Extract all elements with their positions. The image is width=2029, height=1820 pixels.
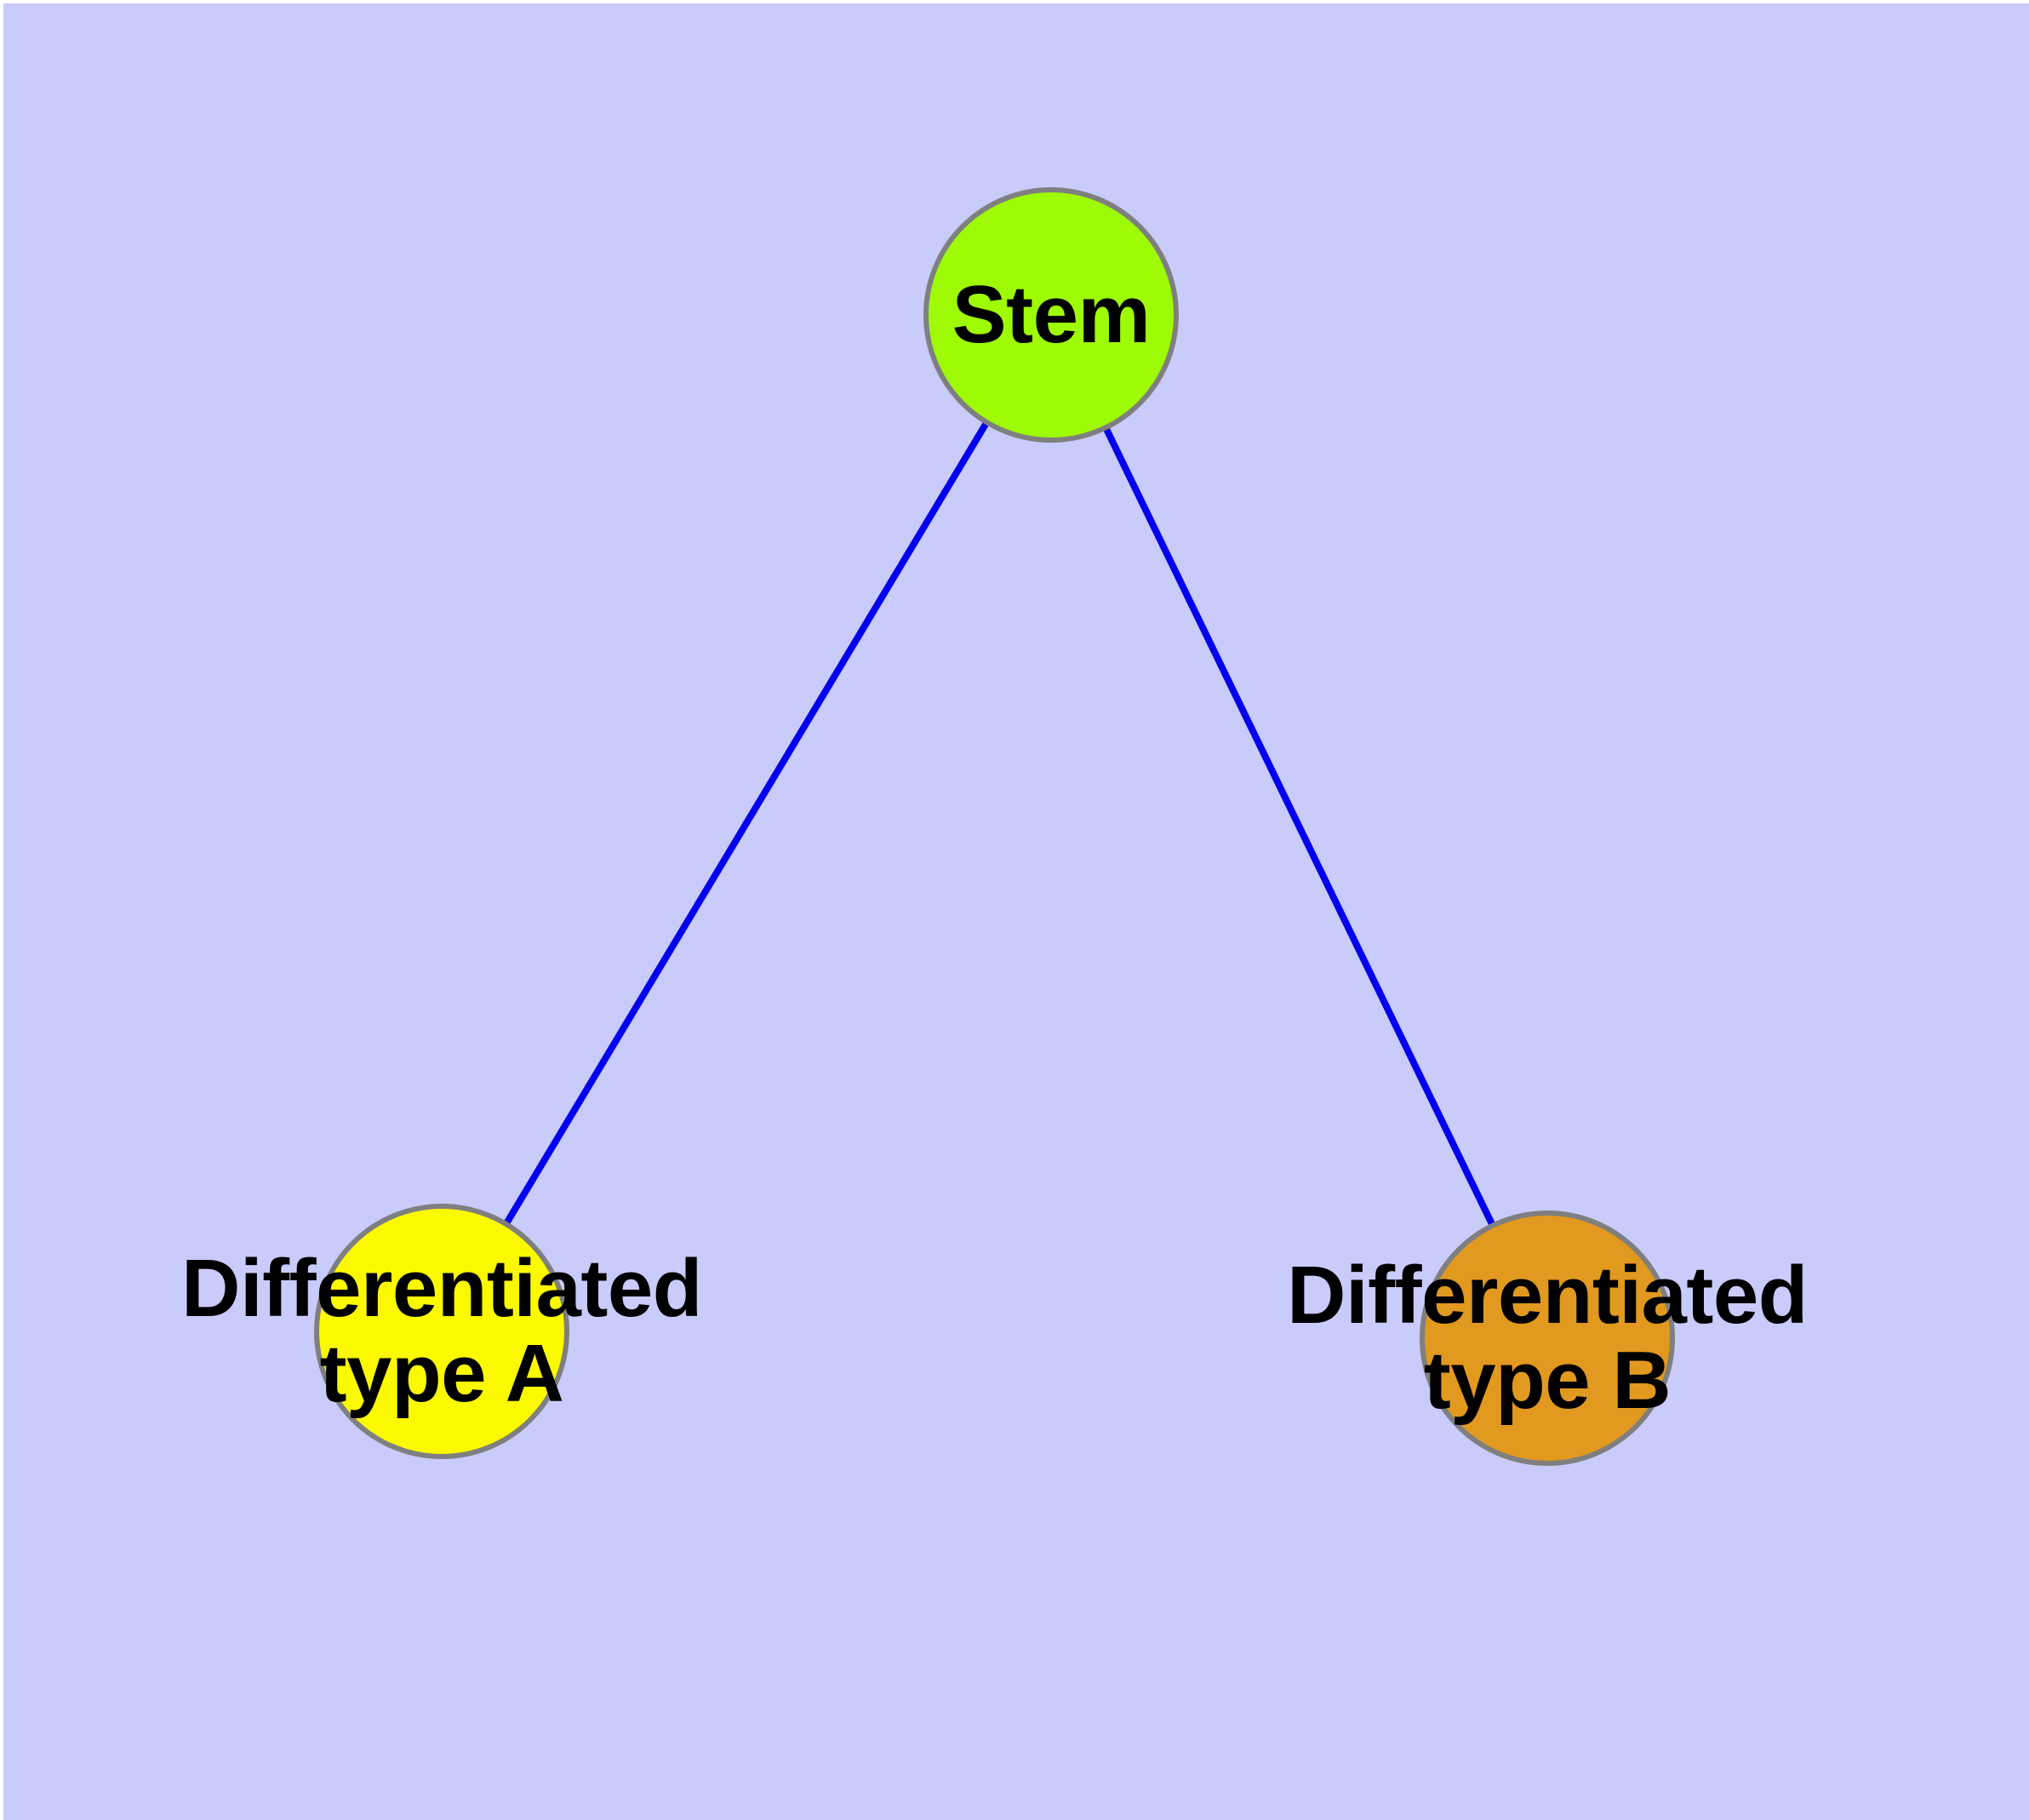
node-circle-diff-a[interactable] <box>314 1204 569 1459</box>
node-circle-stem[interactable] <box>923 187 1179 443</box>
graph-node-stem[interactable]: Stem <box>923 187 1179 443</box>
graph-node-diff-b[interactable]: Differentiated type B <box>1287 1210 1808 1466</box>
node-circle-diff-b[interactable] <box>1420 1210 1675 1466</box>
graph-node-diff-a[interactable]: Differentiated type A <box>181 1204 702 1459</box>
graph-edge[interactable] <box>438 312 1055 1334</box>
graph-edge[interactable] <box>1048 313 1551 1340</box>
